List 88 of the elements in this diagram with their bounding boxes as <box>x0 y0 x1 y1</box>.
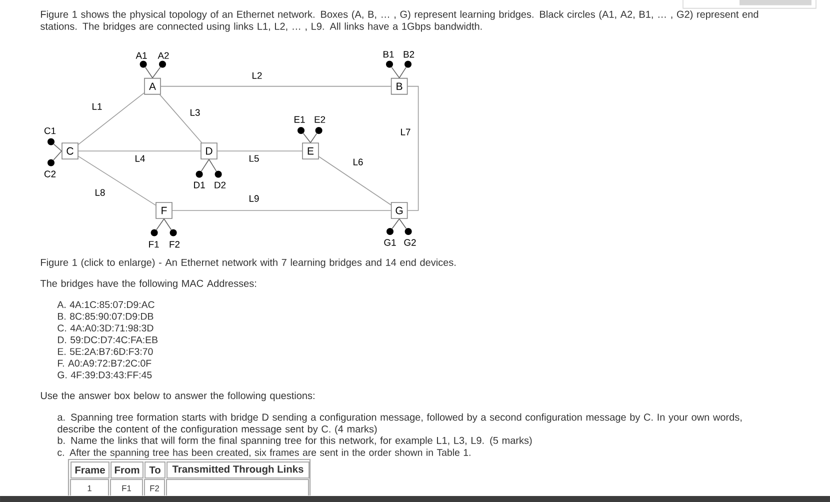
end-station-dot <box>140 60 147 68</box>
bridge-box: E <box>302 142 319 160</box>
table-header-cell: From <box>110 462 144 478</box>
link-line <box>78 150 201 152</box>
edge-label: L1 <box>90 102 104 111</box>
station-line <box>152 66 161 78</box>
link-line <box>407 86 419 211</box>
edge-label: L9 <box>248 194 260 203</box>
station-label: C1 <box>44 127 56 134</box>
end-station-dot <box>214 170 222 178</box>
bridge-box: D <box>200 142 218 160</box>
station-label: F2 <box>170 241 180 248</box>
edge-label: L8 <box>94 188 106 197</box>
edge-label: L4 <box>134 154 146 163</box>
bridge-box: B <box>390 78 408 95</box>
question-item: a. Spanning tree formation starts with bridge D sending a configuration message, followed by a second configuration message by C. In your own words, describe the content of the configuration message sent by C. (4 marks) <box>58 413 742 434</box>
edge-label: L3 <box>188 108 202 117</box>
link-line <box>318 156 392 206</box>
list-item: E. 5E:2A:B7:6D:F3:70 <box>58 348 153 355</box>
station-line <box>144 66 153 78</box>
table-cell: F2 <box>144 479 165 496</box>
station-line <box>392 218 400 229</box>
table-header-cell: Transmitted Through Links <box>166 462 310 478</box>
edge-label: L7 <box>399 128 412 136</box>
station-label: E2 <box>314 116 326 123</box>
table-cell: F1 <box>110 479 143 496</box>
station-label: D1 <box>194 182 205 188</box>
station-label: C2 <box>44 170 56 178</box>
end-station-dot <box>386 228 394 235</box>
station-label: A2 <box>158 52 169 59</box>
station-line <box>53 150 62 160</box>
list-item: C. 4A:A0:3D:71:98:3D <box>58 324 154 332</box>
list-item: G. 4F:39:D3:43:FF:45 <box>58 372 152 378</box>
question-item: c. After the spanning tree has been created, six frames are sent in the order shown in Table 1. <box>58 448 470 458</box>
link-line <box>172 210 392 211</box>
station-label: B2 <box>404 51 414 58</box>
station-line <box>53 144 62 152</box>
station-line <box>398 218 407 229</box>
link-line <box>78 156 156 206</box>
end-station-dot <box>404 60 412 68</box>
end-station-dot <box>386 60 393 68</box>
station-line <box>302 133 311 143</box>
end-station-dot <box>48 138 54 146</box>
station-line <box>398 67 406 78</box>
list-item: F. A0:A9:72:B7:2C:0F <box>58 360 152 367</box>
station-label: B1 <box>384 51 394 58</box>
table-header-cell: To <box>144 462 166 478</box>
edge-label: L6 <box>352 158 364 166</box>
station-line <box>156 218 164 230</box>
end-station-dot <box>48 159 54 166</box>
link-line <box>160 86 392 87</box>
link-line <box>159 94 202 143</box>
bridge-box: A <box>144 78 161 95</box>
question-item: b. Name the links that will form the final spanning tree for this network, for example L1, L3, L9. (5 marks) <box>58 436 532 446</box>
table-cell: 1 <box>70 479 109 496</box>
station-label: A1 <box>136 52 147 59</box>
edge-label: L2 <box>250 71 264 80</box>
station-label: D2 <box>214 182 226 188</box>
end-station-dot <box>315 127 322 134</box>
station-line <box>200 159 210 172</box>
link-line <box>217 150 302 152</box>
station-label: G1 <box>384 239 396 246</box>
end-station-dot <box>404 228 412 235</box>
table-header-cell: Frame <box>70 462 110 478</box>
list-item: A. 4A:1C:85:07:D9:AC <box>57 301 154 308</box>
station-line <box>310 133 318 143</box>
end-station-dot <box>159 60 166 68</box>
station-label: E1 <box>294 116 305 123</box>
station-line <box>208 159 217 172</box>
end-station-dot <box>150 229 158 236</box>
end-station-dot <box>298 127 304 134</box>
bridge-box: C <box>62 142 78 160</box>
end-station-dot <box>170 229 177 236</box>
station-label: G2 <box>404 239 416 246</box>
station-line <box>391 66 400 78</box>
station-line <box>164 218 172 230</box>
body-text: The bridges have the following MAC Addresses: <box>40 280 256 289</box>
intro-paragraph: Figure 1 shows the physical topology of an Ethernet network. Boxes (A, B, … , G) represent learning bridges. Black circles (A1, A2, B1, … , G2) represent end stations. The bridges are connected using links L1, L2, … , L9. All links have a 1Gbps bandwidth. <box>40 10 758 32</box>
edge-label: L5 <box>248 154 260 163</box>
list-item: D. 59:DC:D7:4C:FA:EB <box>58 336 158 344</box>
station-label: F1 <box>149 241 159 248</box>
link-line <box>78 92 144 145</box>
bridge-box: F <box>156 202 172 219</box>
list-item: B. 8C:85:90:07:D9:DB <box>58 312 154 320</box>
end-station-dot <box>196 170 203 178</box>
bridge-box: G <box>390 202 408 219</box>
body-text: Use the answer box below to answer the following questions: <box>40 392 314 402</box>
figure-caption: Figure 1 (click to enlarge) - An Ethernet network with 7 learning bridges and 14 end devices. <box>41 258 456 268</box>
